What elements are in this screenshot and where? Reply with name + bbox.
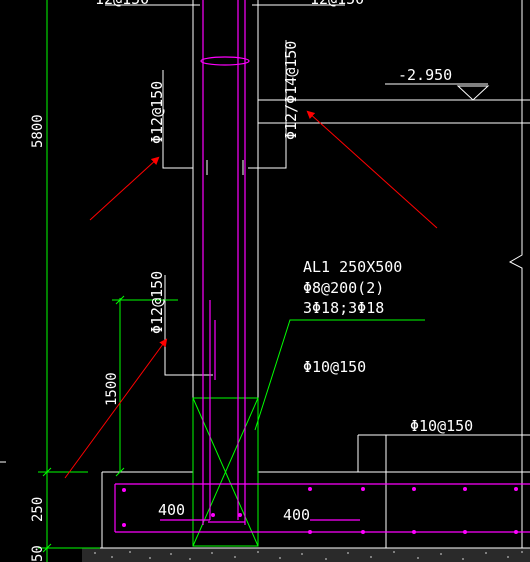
beam-stirrup-label: Φ8@200(2) bbox=[303, 279, 384, 297]
dim-right-extension: 400 bbox=[283, 506, 310, 524]
elevation-label: -2.950 bbox=[398, 66, 452, 84]
rebar-dots bbox=[122, 487, 518, 534]
dim-left-extension: 400 bbox=[158, 501, 185, 519]
dim-height-total: 5800 bbox=[30, 114, 46, 148]
beam-label: AL1 250X500 bbox=[303, 258, 402, 276]
rebar-upper-left-label: Φ12@150 bbox=[148, 81, 166, 144]
dimension-lines bbox=[38, 0, 425, 562]
rebar-upper-right-label: Φ12/Φ14@150 bbox=[282, 41, 300, 140]
slab-rebar-label: Φ10@150 bbox=[410, 417, 473, 435]
dim-base-thickness: 250 bbox=[30, 497, 46, 522]
leader-arrows bbox=[64, 110, 438, 479]
ground-speckle bbox=[94, 551, 523, 560]
dim-height-lower: 1500 bbox=[104, 372, 120, 406]
dim-bottom: 50 bbox=[30, 545, 46, 562]
concrete-outline bbox=[0, 0, 530, 549]
rebar-lines bbox=[114, 0, 530, 533]
top-right-partial-label: 12@150 bbox=[310, 0, 364, 8]
rebar-lower-left-label: Φ12@150 bbox=[148, 271, 166, 334]
wall-rebar-label: Φ10@150 bbox=[303, 358, 366, 376]
beam-bars-label: 3Φ18;3Φ18 bbox=[303, 299, 384, 317]
top-left-partial-label: 12@150 bbox=[95, 0, 149, 8]
